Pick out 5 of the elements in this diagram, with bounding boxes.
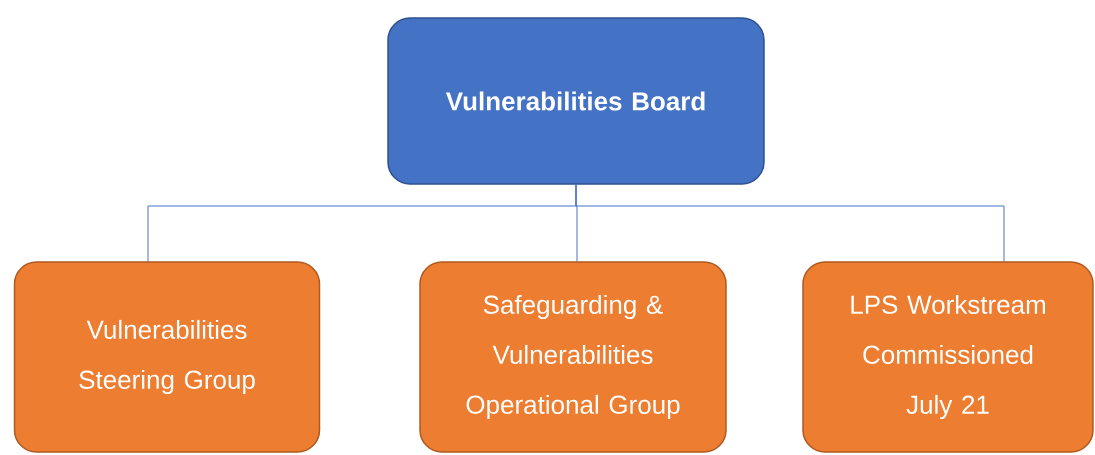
connector-line xyxy=(575,184,1005,262)
board-box: Vulnerabilities Board xyxy=(387,17,765,185)
group-box: LPS Workstream Commissioned July 21 xyxy=(802,261,1094,453)
group-box: Safeguarding & Vulnerabilities Operational Group xyxy=(419,261,727,453)
group-box: Vulnerabilities Steering Group xyxy=(13,261,321,453)
